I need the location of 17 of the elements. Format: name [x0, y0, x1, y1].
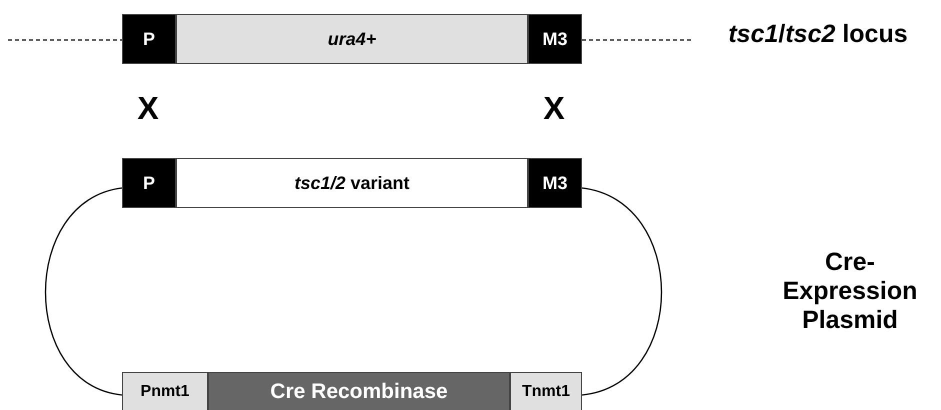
plasmid-label: Cre-Expression Plasmid	[782, 248, 918, 335]
terminator-segment: M3	[528, 14, 582, 64]
promoter-segment: P	[122, 158, 176, 208]
locus-label: tsc1/tsc2 locus	[727, 20, 909, 49]
dashed-line	[582, 39, 692, 41]
promoter-segment: Pnmt1	[122, 372, 208, 410]
recombinase-gene-segment: Cre Recombinase	[208, 372, 510, 410]
crossover-mark: X	[542, 90, 566, 127]
promoter-segment: P	[122, 14, 176, 64]
terminator-segment: M3	[528, 158, 582, 208]
gene-variant-segment: tsc1/2 variant	[176, 158, 528, 208]
marker-gene-segment: ura4+	[176, 14, 528, 64]
dashed-line	[8, 39, 122, 41]
plasmid-backbone-line	[44, 187, 122, 396]
crossover-mark: X	[136, 90, 160, 127]
terminator-segment: Tnmt1	[510, 372, 582, 410]
plasmid-backbone-line	[582, 187, 662, 396]
